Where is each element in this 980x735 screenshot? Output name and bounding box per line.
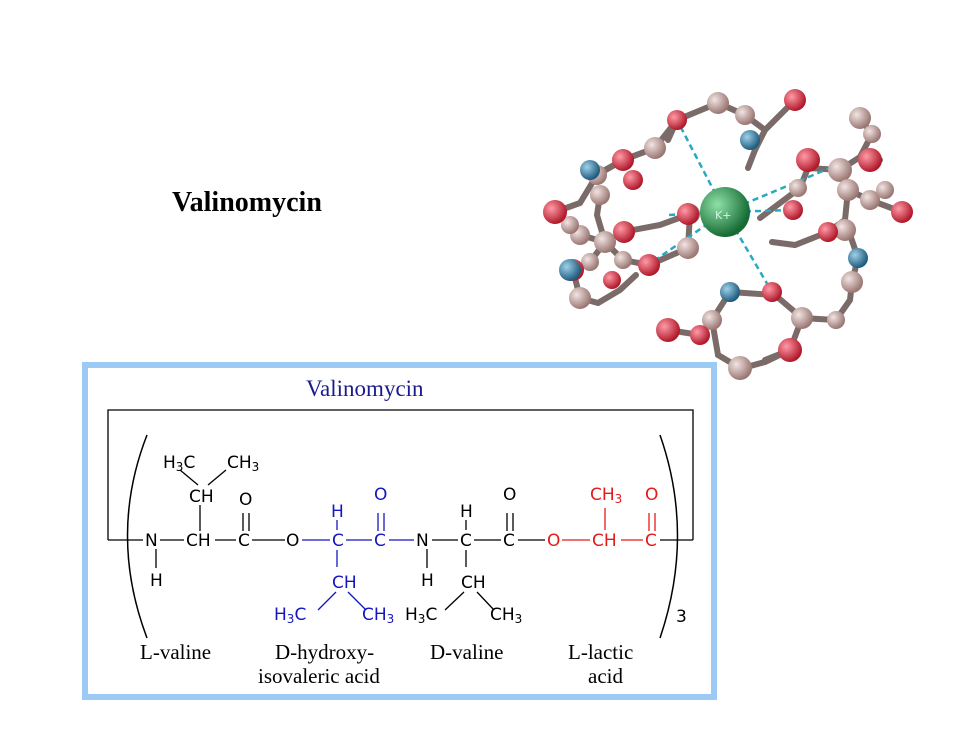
- d-valine-group: N H C H CH H3C CH3 C O: [405, 485, 545, 626]
- svg-text:C: C: [460, 531, 472, 551]
- label-l-lactic-line2: acid: [588, 664, 623, 688]
- nitrogen-atoms: [559, 130, 868, 302]
- svg-text:CH3: CH3: [362, 605, 394, 626]
- svg-text:H3C: H3C: [405, 605, 437, 626]
- svg-text:CH3: CH3: [227, 453, 259, 474]
- svg-text:N: N: [145, 531, 158, 551]
- l-lactic-group: O CH CH3 C O: [547, 485, 693, 551]
- repeat-subscript: 3: [676, 607, 687, 627]
- svg-text:CH: CH: [189, 487, 214, 507]
- svg-text:H: H: [150, 571, 163, 591]
- label-d-hydroxy-line2: isovaleric acid: [258, 664, 380, 688]
- svg-text:H: H: [331, 502, 344, 522]
- svg-text:O: O: [503, 485, 516, 505]
- right-parenthesis: [659, 434, 679, 639]
- svg-text:CH: CH: [332, 573, 357, 593]
- svg-text:C: C: [332, 531, 344, 551]
- svg-text:H: H: [460, 502, 473, 522]
- svg-text:CH: CH: [592, 531, 617, 551]
- svg-text:CH3: CH3: [590, 485, 622, 506]
- svg-text:N: N: [416, 531, 429, 551]
- svg-text:C: C: [503, 531, 515, 551]
- svg-text:O: O: [239, 490, 252, 510]
- ring-closure-bracket: [107, 409, 694, 540]
- structure-panel: Valinomycin 3 N H CH CH H3C CH3 C O: [82, 362, 717, 700]
- svg-text:H3C: H3C: [163, 453, 195, 474]
- label-d-valine: D-valine: [430, 640, 503, 664]
- slide-title: Valinomycin: [172, 187, 322, 218]
- residue-labels: L-valine D-hydroxy- isovaleric acid D-va…: [140, 640, 633, 688]
- svg-text:CH: CH: [186, 531, 211, 551]
- svg-text:C: C: [374, 531, 386, 551]
- potassium-ion: [700, 187, 750, 237]
- label-l-lactic-line1: L-lactic: [568, 640, 633, 664]
- potassium-ion-label: K+: [715, 209, 731, 222]
- svg-text:O: O: [645, 485, 658, 505]
- svg-text:O: O: [547, 531, 560, 551]
- structure-frame: [82, 362, 717, 700]
- svg-text:CH3: CH3: [490, 605, 522, 626]
- left-parenthesis: [126, 434, 148, 639]
- valinomycin-3d-model: K+: [543, 89, 913, 380]
- svg-text:C: C: [238, 531, 250, 551]
- svg-text:O: O: [286, 531, 299, 551]
- l-valine-group: N H CH CH H3C CH3 C O: [108, 453, 285, 591]
- svg-text:CH: CH: [461, 573, 486, 593]
- structure-title: Valinomycin: [306, 376, 424, 401]
- label-d-hydroxy-line1: D-hydroxy-: [275, 640, 374, 664]
- svg-text:C: C: [645, 531, 657, 551]
- label-l-valine: L-valine: [140, 640, 211, 664]
- svg-text:H3C: H3C: [274, 605, 306, 626]
- svg-text:H: H: [421, 571, 434, 591]
- d-hydroxyisovaleric-group: O C H CH H3C CH3 C O: [274, 485, 414, 626]
- svg-text:O: O: [374, 485, 387, 505]
